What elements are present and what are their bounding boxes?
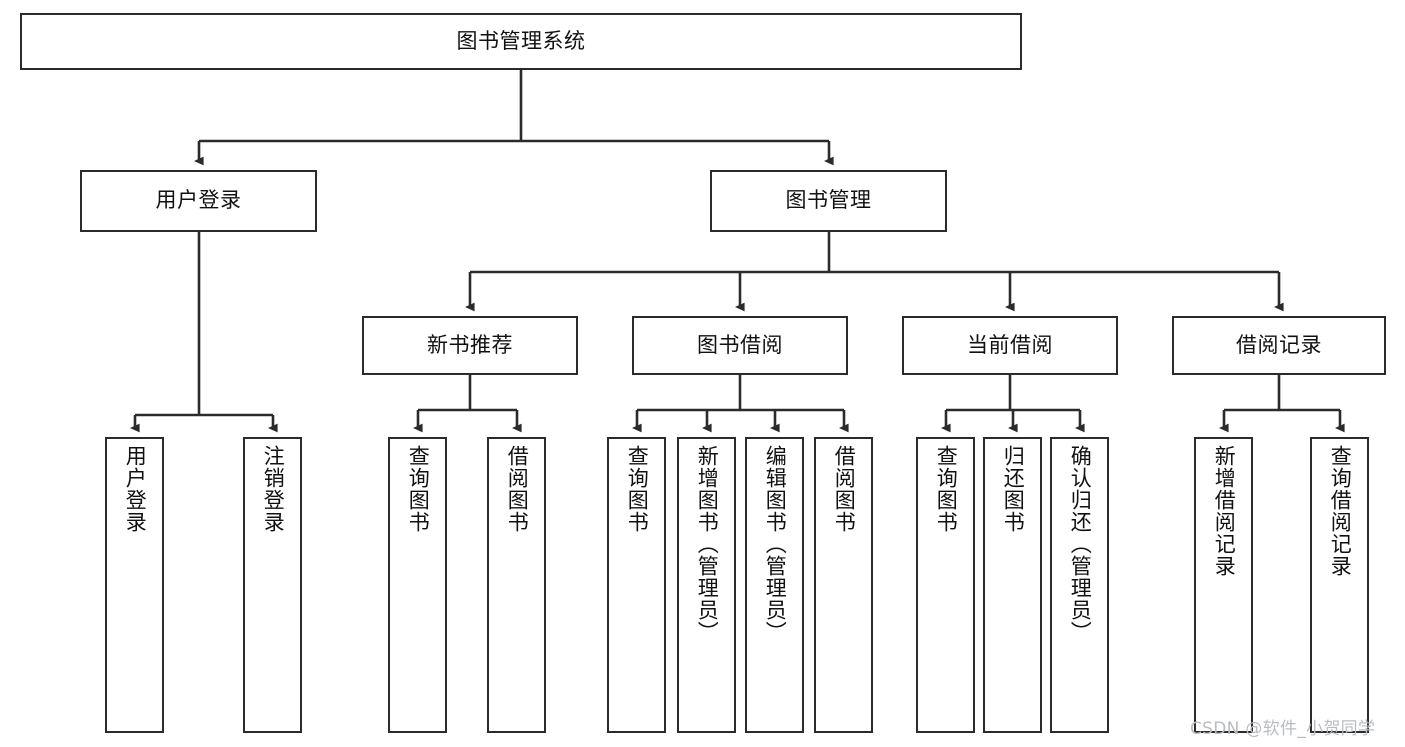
node-label: 借阅图书 — [832, 445, 857, 533]
node-label: 用户登录 — [123, 445, 148, 533]
node-label: 编辑图书（管理员） — [763, 445, 788, 643]
watermark: CSDN @软件_小贺同学 — [1190, 719, 1376, 739]
node-label: 新增借阅记录 — [1212, 445, 1237, 577]
node-lf11[interactable]: 确认归还（管理员） — [1050, 437, 1109, 733]
node-lf5[interactable]: 查询图书 — [607, 437, 666, 733]
node-l2a[interactable]: 新书推荐 — [362, 316, 578, 375]
node-label: 确认归还（管理员） — [1068, 445, 1093, 643]
node-lf8[interactable]: 借阅图书 — [814, 437, 873, 733]
node-label: 查询图书 — [934, 445, 959, 533]
node-label: 注销登录 — [261, 445, 286, 533]
node-label: 借阅图书 — [505, 445, 530, 533]
node-label: 新书推荐 — [427, 332, 513, 357]
node-root[interactable]: 图书管理系统 — [20, 13, 1022, 70]
node-label: 新增图书（管理员） — [695, 445, 720, 643]
node-lf3[interactable]: 查询图书 — [388, 437, 447, 733]
node-label: 借阅记录 — [1236, 332, 1322, 357]
node-label: 用户登录 — [155, 188, 242, 213]
node-label: 查询图书 — [625, 445, 650, 533]
node-label: 图书管理系统 — [456, 28, 586, 53]
node-lf6[interactable]: 新增图书（管理员） — [677, 437, 736, 733]
node-lf4[interactable]: 借阅图书 — [487, 437, 546, 733]
node-lf10[interactable]: 归还图书 — [983, 437, 1042, 733]
node-lf2[interactable]: 注销登录 — [243, 437, 302, 733]
node-label: 查询图书 — [406, 445, 431, 533]
node-l1b[interactable]: 图书管理 — [710, 170, 947, 232]
node-lf13[interactable]: 查询借阅记录 — [1310, 437, 1369, 733]
node-lf12[interactable]: 新增借阅记录 — [1194, 437, 1253, 733]
node-l2d[interactable]: 借阅记录 — [1172, 316, 1386, 375]
node-lf7[interactable]: 编辑图书（管理员） — [745, 437, 804, 733]
node-label: 图书借阅 — [697, 332, 783, 357]
node-l1a[interactable]: 用户登录 — [80, 170, 317, 232]
node-label: 当前借阅 — [967, 332, 1053, 357]
node-label: 图书管理 — [785, 188, 872, 213]
node-l2c[interactable]: 当前借阅 — [902, 316, 1118, 375]
node-l2b[interactable]: 图书借阅 — [632, 316, 848, 375]
node-label: 归还图书 — [1001, 445, 1026, 533]
node-label: 查询借阅记录 — [1328, 445, 1353, 577]
node-lf1[interactable]: 用户登录 — [105, 437, 164, 733]
node-lf9[interactable]: 查询图书 — [916, 437, 975, 733]
